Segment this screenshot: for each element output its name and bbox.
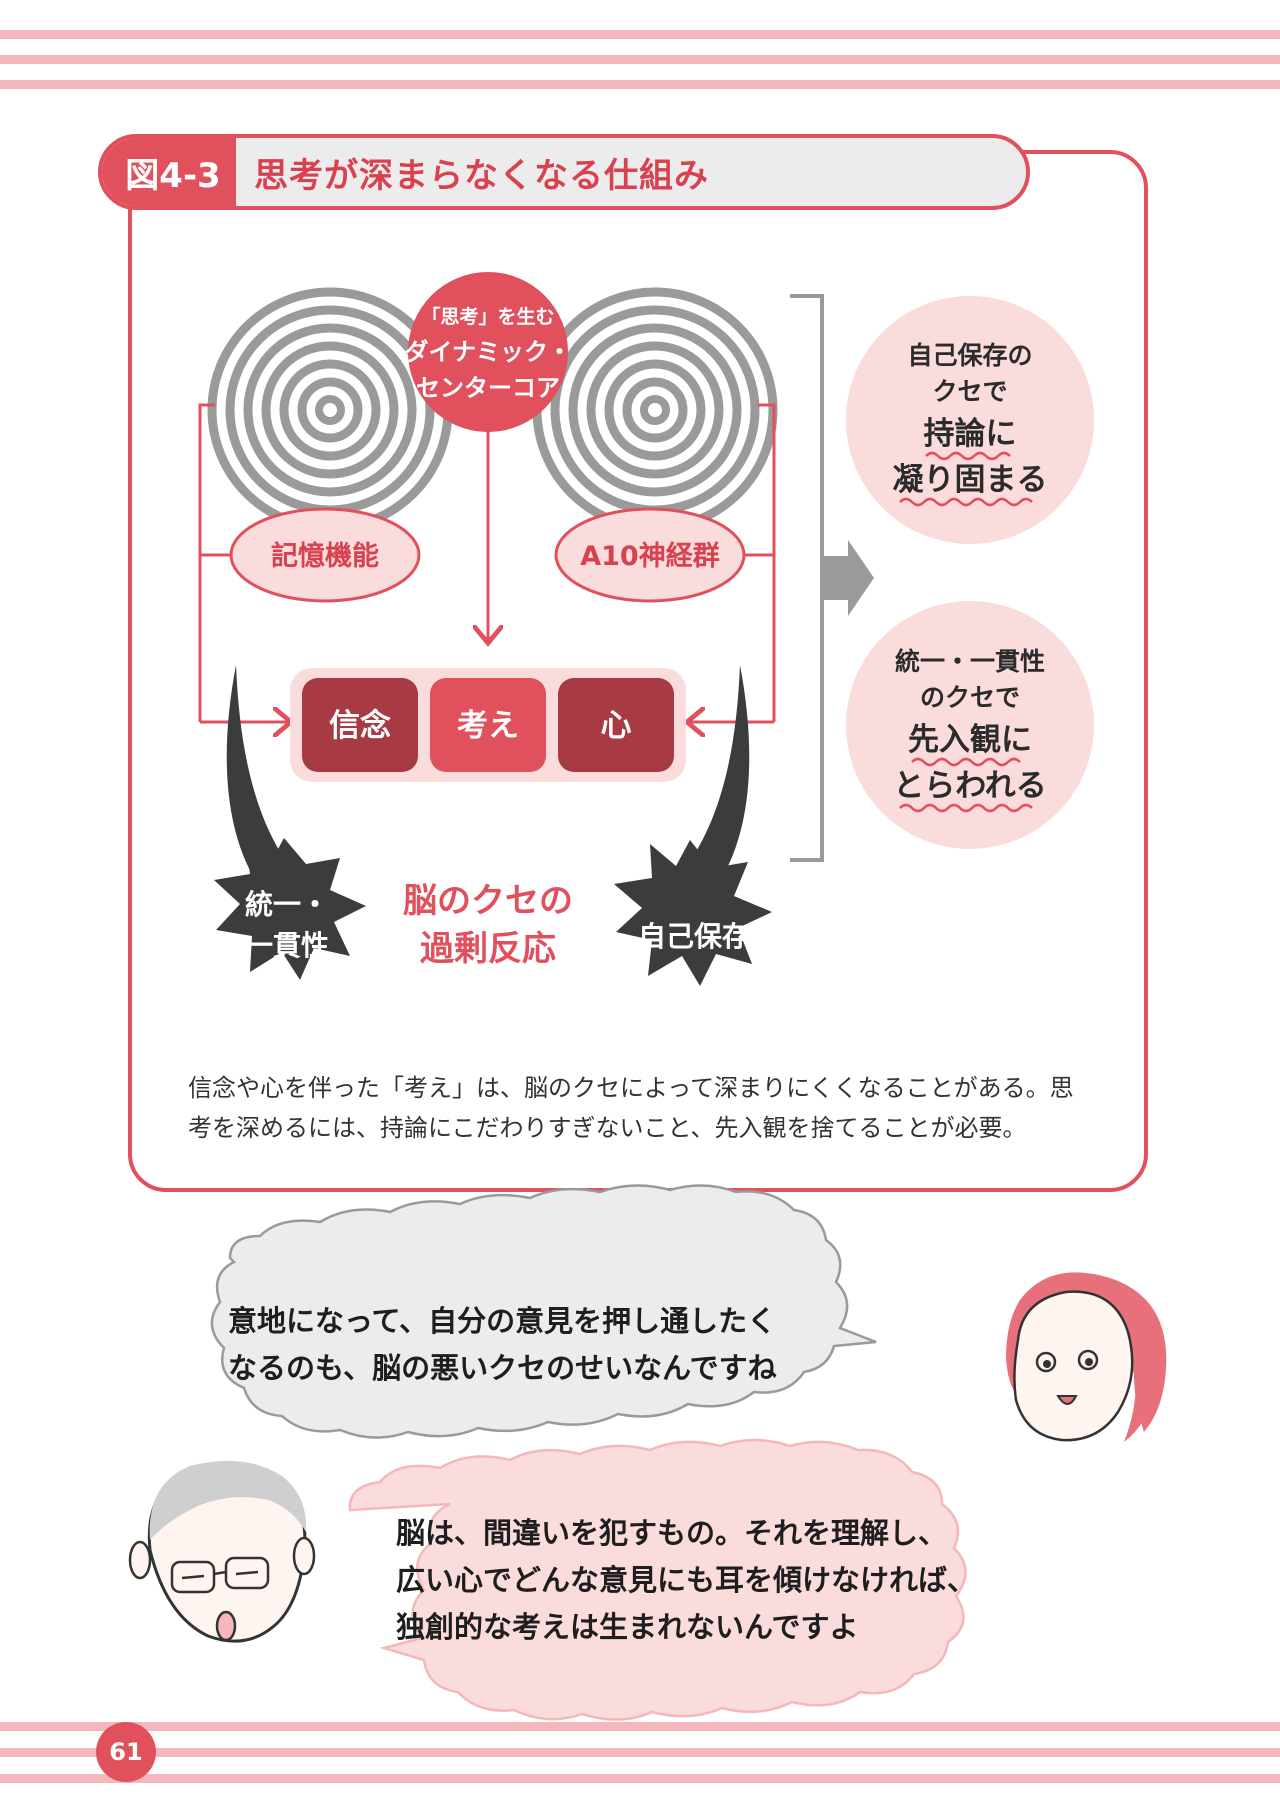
- figure-caption: 信念や心を伴った「考え」は、脳のクセによって深まりにくくなることがある。思 考を…: [188, 1068, 1108, 1148]
- caption-line2: 考を深めるには、持論にこだわりすぎないこと、先入観を捨てることが必要。: [188, 1114, 1027, 1142]
- result-top-line4: 凝り固まる: [893, 462, 1048, 498]
- wavy-underline-bottom-1: [911, 757, 1021, 767]
- bottom-stripe-1: [0, 1722, 1280, 1731]
- result-bottom-circle: [846, 601, 1094, 849]
- spike-right: [676, 665, 750, 890]
- bottom-stripe-3: [0, 1774, 1280, 1783]
- caption-line1: 信念や心を伴った「考え」は、脳のクセによって深まりにくくなることがある。思: [188, 1074, 1074, 1102]
- dynamic-center-core: [408, 272, 568, 432]
- top-stripe-1: [0, 30, 1280, 39]
- box-heart: [558, 678, 674, 772]
- top-stripe-3: [0, 80, 1280, 89]
- burst-left-line1: 統一・: [245, 888, 329, 921]
- woman-character-avatar: [1006, 1272, 1167, 1442]
- memory-function-node: [229, 507, 421, 603]
- doctor-dialogue-line1: 脳は、間違いを犯すもの。それを理解し、: [396, 1516, 948, 1550]
- speech-bubble-doctor: [348, 1438, 967, 1721]
- bottom-stripe-2: [0, 1748, 1280, 1757]
- box-thought: [430, 678, 546, 772]
- result-top-line3: 持論に: [924, 416, 1017, 452]
- burst-left: [214, 838, 366, 980]
- figure-number: 図4-3: [102, 138, 236, 206]
- result-bracket: [790, 294, 824, 862]
- result-bottom-line4: とらわれる: [893, 768, 1046, 804]
- box-thought-label: 考え: [457, 708, 519, 744]
- doctor-dialogue-line3: 独創的な考えは生まれないんですよ: [396, 1610, 859, 1644]
- core-lead-label: 「思考」を生む: [421, 305, 554, 328]
- woman-dialogue-line1: 意地になって、自分の意見を押し通したく: [228, 1304, 777, 1338]
- a10-neurons-label: A10神経群: [580, 540, 719, 572]
- box-belief-label: 信念: [329, 708, 391, 744]
- result-arrow-icon: [822, 540, 874, 616]
- result-bottom-line1: 統一・一貫性: [895, 647, 1045, 676]
- connector-lines: [198, 403, 776, 722]
- doctor-dialogue: 脳は、間違いを犯すもの。それを理解し、 広い心でどんな意見にも耳を傾けなければ、…: [396, 1510, 976, 1651]
- memory-function-label: 記憶機能: [271, 540, 379, 572]
- a10-neurons-node: [554, 507, 746, 603]
- core-label-line1: ダイナミック・: [404, 338, 571, 366]
- burst-right: [614, 840, 772, 986]
- top-stripe-2: [0, 55, 1280, 64]
- wavy-underline-top-2: [899, 497, 1033, 507]
- box-belief: [302, 678, 418, 772]
- speech-bubble-woman: [210, 1184, 877, 1439]
- doctor-dialogue-line2: 広い心でどんな意見にも耳を傾けなければ、: [396, 1563, 977, 1597]
- overreaction-line2: 過剰反応: [420, 929, 556, 969]
- doctor-character-avatar: [128, 1460, 316, 1643]
- result-top-circle: [846, 296, 1094, 544]
- wavy-underline-bottom-2: [899, 803, 1033, 813]
- core-label-line2: センターコア: [416, 374, 560, 402]
- burst-left-line2: 一貫性: [245, 929, 329, 962]
- spiral-right: [532, 287, 778, 533]
- burst-right-label: 自己保存: [638, 920, 750, 953]
- spike-left: [226, 665, 300, 890]
- woman-dialogue: 意地になって、自分の意見を押し通したく なるのも、脳の悪いクセのせいなんですね: [228, 1298, 777, 1392]
- result-bottom-line3: 先入観に: [908, 722, 1032, 758]
- result-top-line1: 自己保存の: [907, 341, 1032, 370]
- result-top-line2: クセで: [932, 377, 1007, 406]
- wavy-underline-top-1: [925, 451, 1011, 461]
- overreaction-line1: 脳のクセの: [403, 881, 573, 921]
- woman-dialogue-line2: なるのも、脳の悪いクセのせいなんですね: [228, 1351, 777, 1385]
- figure-title-bar: 図4-3 思考が深まらなくなる仕組み: [98, 134, 1030, 210]
- figure-title: 思考が深まらなくなる仕組み: [254, 155, 709, 196]
- box-heart-label: 心: [601, 708, 632, 744]
- page-number: 61: [96, 1722, 156, 1782]
- result-bottom-line2: のクセで: [920, 683, 1020, 712]
